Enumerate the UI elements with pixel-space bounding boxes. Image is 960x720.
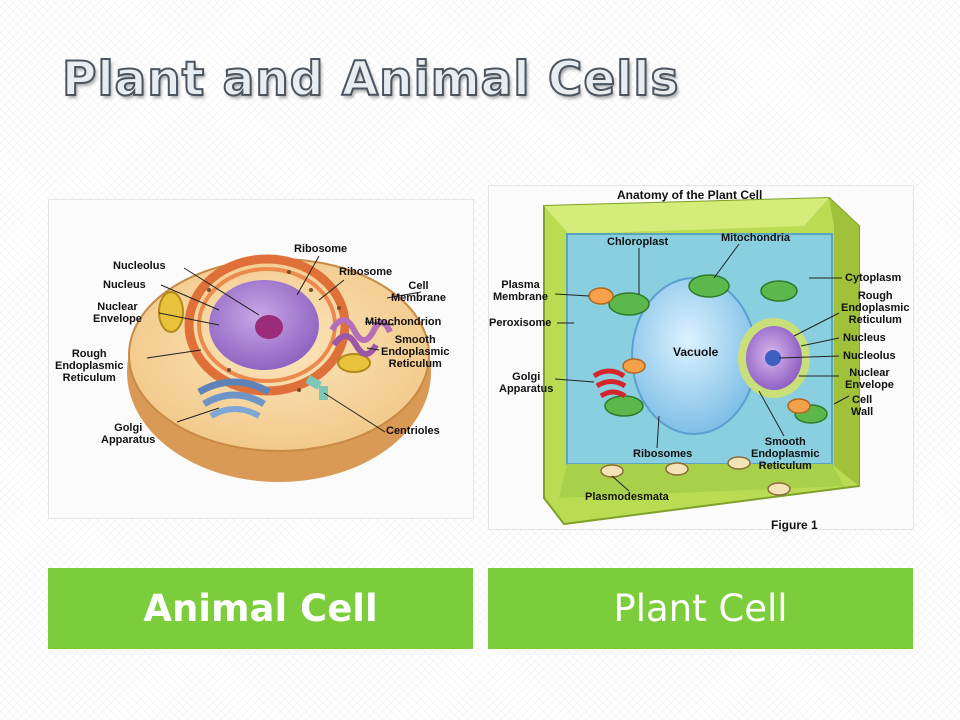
animal-label-nucleus: Nucleus <box>103 279 146 291</box>
plant-figure-label: Figure 1 <box>771 518 818 532</box>
plant-label-chloroplast: Chloroplast <box>607 236 669 248</box>
plant-cell-caption: Plant Cell <box>488 568 913 649</box>
golgi-shape <box>197 378 271 396</box>
animal-label-mitochondrion: Mitochondrion <box>365 316 442 328</box>
animal-label-ribosome: Ribosome <box>339 266 393 278</box>
plant-label-plasmodesmata: Plasmodesmata <box>585 491 669 503</box>
chloroplast-shape <box>608 292 650 316</box>
plant-label-vacuole: Vacuole <box>673 345 719 359</box>
animal-label-smooth-er: Smooth Endoplasmic Reticulum <box>381 334 450 370</box>
plant-label-cell-wall: Cell Wall <box>851 394 874 418</box>
plant-label-smooth-er: Smooth Endoplasmic Reticulum <box>751 436 820 472</box>
slide-title: Plant and Animal Cells <box>61 51 680 108</box>
plant-cell-illustration <box>543 196 860 526</box>
plant-cell-diagram: Anatomy of the Plant Cell Chloroplast Mi… <box>488 185 914 532</box>
animal-label-ribosome-top: Ribosome <box>294 243 348 255</box>
animal-label-centrioles: Centrioles <box>386 425 440 437</box>
plant-golgi-shape <box>592 368 627 399</box>
mitochondrion-shape <box>158 291 184 333</box>
plant-mitochondrion-shape <box>588 287 614 305</box>
plant-label-plasma-membrane: Plasma Membrane <box>493 279 549 303</box>
animal-label-cell-membrane: Cell Membrane <box>391 280 447 304</box>
plant-label-cytoplasm: Cytoplasm <box>845 272 902 284</box>
animal-cell-caption: Animal Cell <box>48 568 473 649</box>
plant-label-golgi: Golgi Apparatus <box>499 371 554 395</box>
plant-label-peroxisome: Peroxisome <box>489 317 552 329</box>
nucleolus-shape <box>255 315 283 339</box>
plant-label-nucleus: Nucleus <box>843 332 886 344</box>
plant-label-nuclear-envelope: Nuclear Envelope <box>845 367 894 391</box>
plant-label-mitochondria: Mitochondria <box>721 232 791 244</box>
animal-cell-diagram: Ribosome Ribosome Nucleolus Nucleus Nucl… <box>48 199 474 519</box>
animal-label-rough-er: Rough Endoplasmic Reticulum <box>55 348 124 384</box>
animal-label-nuclear-envelope: Nuclear Envelope <box>93 301 142 325</box>
animal-label-nucleolus: Nucleolus <box>113 260 166 272</box>
plant-diagram-title: Anatomy of the Plant Cell <box>617 188 763 202</box>
animal-cell-illustration <box>127 254 431 482</box>
plant-label-nucleolus: Nucleolus <box>843 350 896 362</box>
centriole-shape <box>305 375 323 390</box>
plant-label-rough-er: Rough Endoplasmic Reticulum <box>841 290 910 326</box>
plant-label-ribosomes: Ribosomes <box>633 448 693 460</box>
plant-nucleolus-shape <box>765 350 781 366</box>
animal-label-golgi: Golgi Apparatus <box>101 422 156 446</box>
